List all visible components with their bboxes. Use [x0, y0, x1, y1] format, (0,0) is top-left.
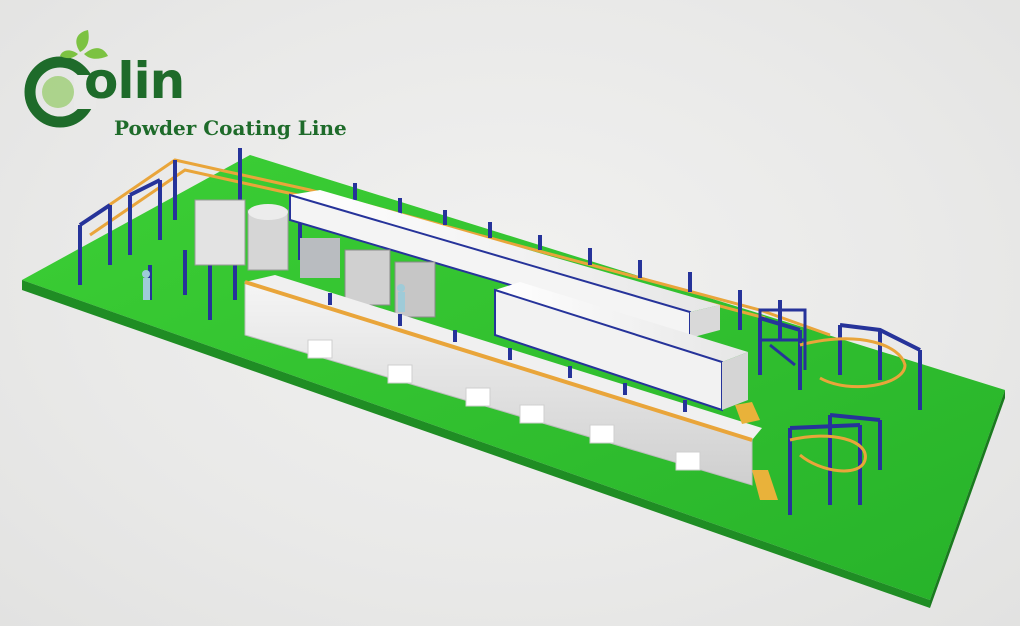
return-conveyor-loop [789, 337, 907, 473]
brand-name: olin [84, 52, 185, 110]
front-oven-wall [244, 275, 778, 500]
right-unloading-frames [758, 316, 922, 515]
leaf-globe-icon [24, 30, 108, 128]
cure-oven-tunnel [289, 190, 720, 340]
spray-booth-tunnel [494, 282, 748, 412]
brand-logo: olin Powder Coating Line [22, 26, 402, 146]
operator-figures [142, 270, 405, 312]
cyclone-recovery-unit [194, 199, 436, 318]
maintenance-platform [758, 308, 807, 370]
back-support-frames [173, 148, 782, 340]
brand-tagline: Powder Coating Line [114, 116, 347, 140]
